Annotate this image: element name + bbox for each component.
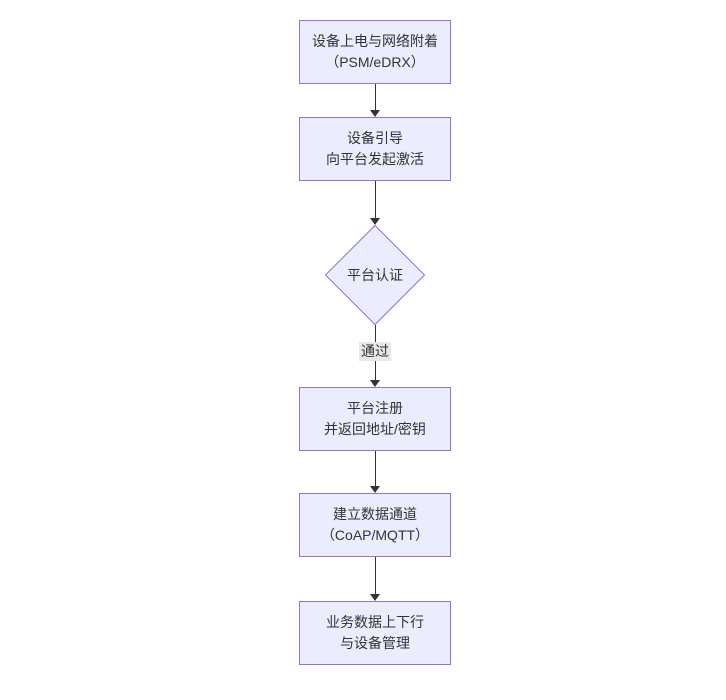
- flow-node-platform-register: 平台注册 并返回地址/密钥: [299, 387, 451, 451]
- arrow-head-icon: [370, 594, 380, 601]
- flow-arrow-1: [325, 84, 425, 117]
- node-text-line: （PSM/eDRX）: [325, 54, 425, 70]
- node-text-line: 设备引导: [347, 130, 403, 146]
- node-text-line: 平台认证: [347, 266, 403, 283]
- flow-node-bootstrap: 设备引导 向平台发起激活: [299, 117, 451, 181]
- node-text-line: 向平台发起激活: [326, 151, 424, 167]
- node-text-line: 建立数据通道: [333, 506, 417, 522]
- flowchart: 设备上电与网络附着 （PSM/eDRX） 设备引导 向平台发起激活 平台认证 通…: [299, 20, 451, 665]
- arrow-shaft: [374, 557, 376, 594]
- flow-arrow-4: [325, 451, 425, 493]
- node-text-line: 平台注册: [347, 400, 403, 416]
- edge-label-pass: 通过: [359, 342, 391, 361]
- arrow-shaft: [374, 84, 376, 110]
- node-text-line: 并返回地址/密钥: [324, 421, 426, 437]
- flow-node-business-data: 业务数据上下行 与设备管理: [299, 601, 451, 665]
- flow-node-platform-auth: 平台认证: [324, 224, 426, 326]
- arrow-head-icon: [370, 486, 380, 493]
- arrow-shaft: [374, 181, 376, 218]
- arrow-head-icon: [370, 380, 380, 387]
- flow-arrow-2: [325, 181, 425, 225]
- flow-arrow-3: 通过: [325, 325, 425, 387]
- node-text-line: 与设备管理: [340, 635, 410, 651]
- node-text-line: 业务数据上下行: [326, 614, 424, 630]
- node-text-line: （CoAP/MQTT）: [320, 527, 430, 543]
- arrow-shaft: [374, 451, 376, 486]
- arrow-head-icon: [370, 110, 380, 117]
- arrow-head-icon: [370, 218, 380, 225]
- flow-node-data-channel: 建立数据通道 （CoAP/MQTT）: [299, 493, 451, 557]
- node-text-line: 设备上电与网络附着: [312, 33, 438, 49]
- flow-node-power-attach: 设备上电与网络附着 （PSM/eDRX）: [299, 20, 451, 84]
- flow-arrow-5: [325, 557, 425, 601]
